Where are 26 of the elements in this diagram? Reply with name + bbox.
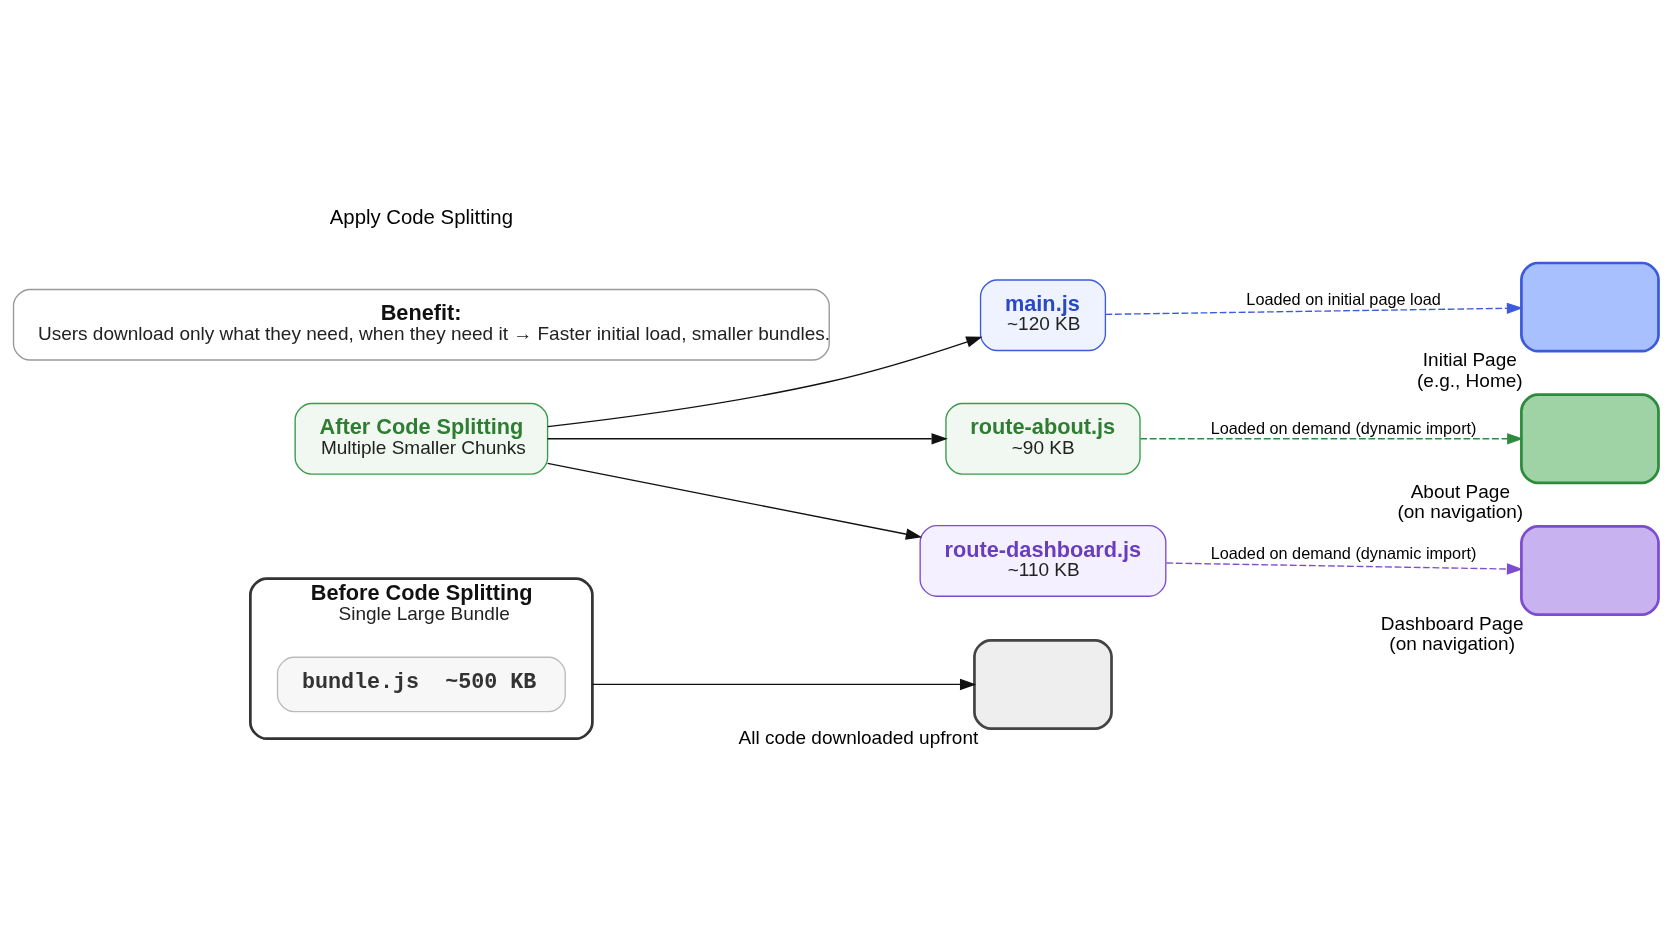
edge-label: Loaded on demand (dynamic import) <box>1210 543 1477 562</box>
arrow <box>547 336 983 427</box>
node-box <box>1520 261 1660 353</box>
arrow <box>546 432 948 444</box>
node-box: route-about.js ~90 KB <box>945 402 1141 475</box>
edge-label: Loaded on initial page load <box>1246 289 1441 308</box>
node-box: Benefit: Users download only what they need, when they need it → Faster initial load, smaller bundles. <box>12 288 830 361</box>
arrow <box>1165 561 1524 575</box>
arrow <box>1105 302 1524 315</box>
node-box: After Code Splitting Multiple Smaller Chunks <box>294 402 549 475</box>
arrow <box>546 462 923 540</box>
arrow <box>591 678 977 690</box>
node-box <box>1520 392 1660 484</box>
node-box: main.js ~120 KB <box>979 278 1107 351</box>
node-label: (e.g., Home) <box>1417 369 1523 391</box>
node-label: Dashboard Page <box>1380 612 1524 634</box>
edge-label: Loaded on demand (dynamic import) <box>1210 418 1477 437</box>
node-box: route-dashboard.js ~110 KB <box>919 524 1167 597</box>
arrow <box>1139 432 1524 444</box>
node-label: About Page <box>1410 480 1510 502</box>
node-label: Initial Page <box>1422 348 1517 370</box>
node-label: All code downloaded upfront <box>738 726 979 748</box>
node-box: bundle.js ~500 KB <box>276 656 566 712</box>
label: Apply Code Splitting <box>329 205 513 228</box>
node-box <box>1520 524 1660 616</box>
node-box <box>973 638 1113 730</box>
